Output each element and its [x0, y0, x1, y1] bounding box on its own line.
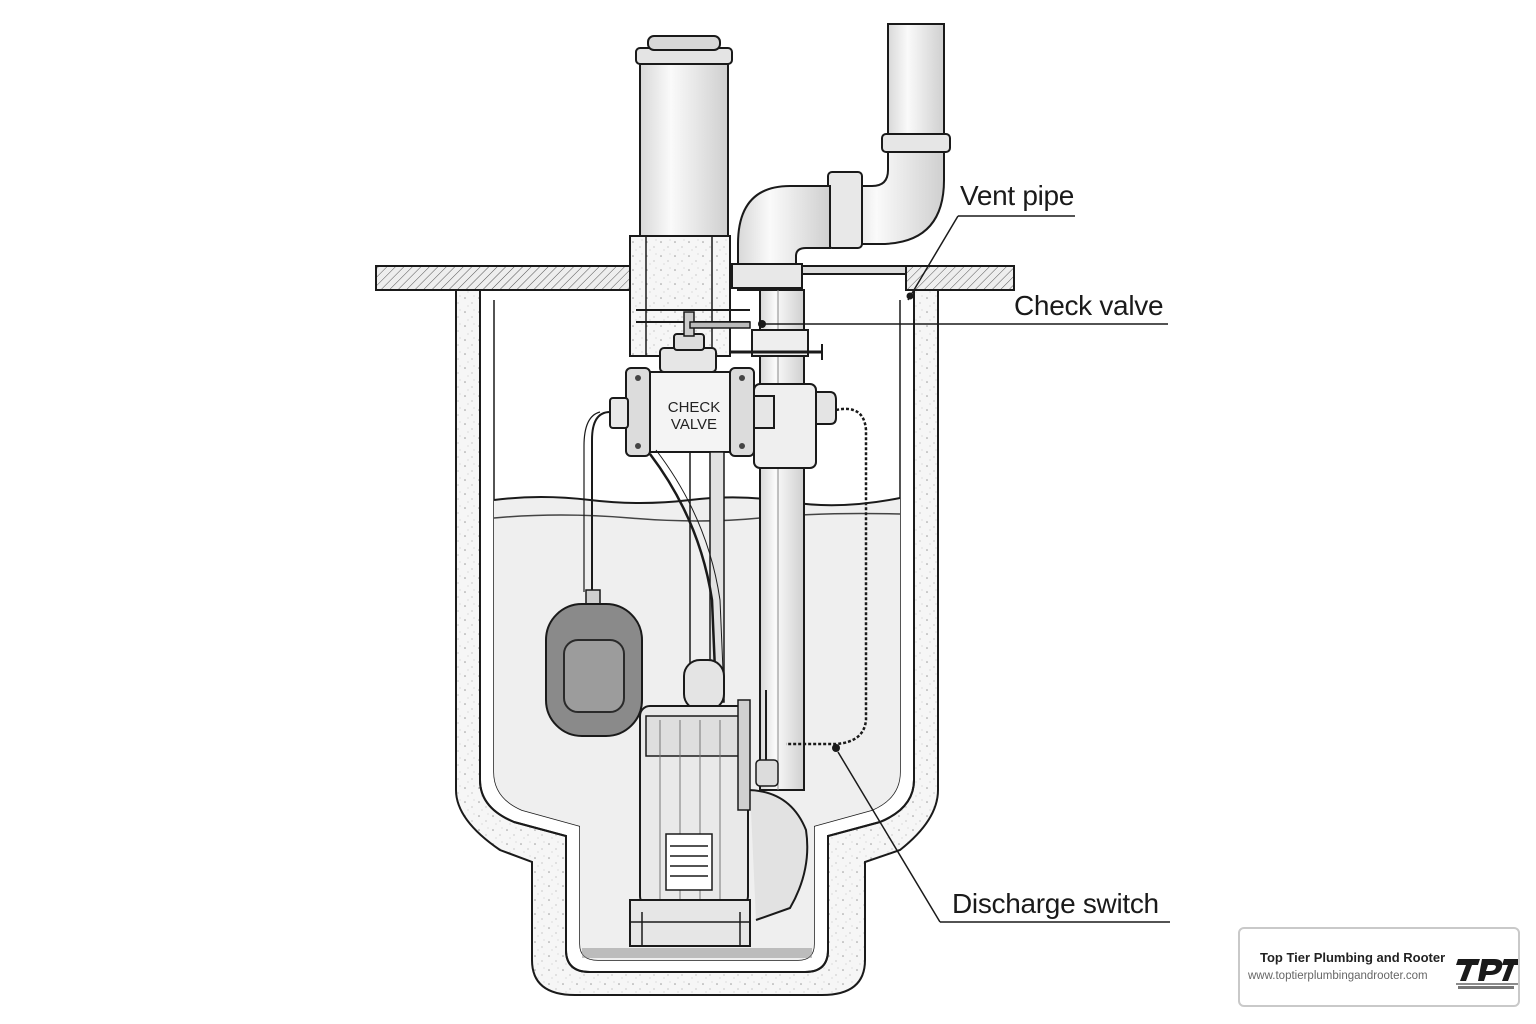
check-valve-label: Check valve: [1014, 290, 1164, 321]
brand-name: Top Tier Plumbing and Rooter: [1260, 950, 1446, 965]
discharge-switch-wire: [786, 407, 868, 752]
ttp-logo-icon: [1456, 959, 1518, 989]
vent-pipe: [730, 23, 951, 791]
brand-watermark: Top Tier Plumbing and Rooter www.toptier…: [1238, 927, 1520, 1007]
leader-lines: [758, 215, 1170, 923]
discharge-switch-label: Discharge switch: [952, 888, 1159, 919]
vent-pipe-label: Vent pipe: [960, 180, 1075, 211]
valve-body-text-line2: VALVE: [670, 416, 718, 433]
float-switch: [545, 411, 725, 737]
discharge-pipe: [629, 35, 733, 357]
valve-body-text-line1: CHECK: [667, 399, 721, 416]
check-valve: [609, 309, 775, 457]
brand-url: www.toptierplumbingandrooter.com: [1248, 970, 1428, 982]
submersible-pump: [629, 659, 809, 947]
